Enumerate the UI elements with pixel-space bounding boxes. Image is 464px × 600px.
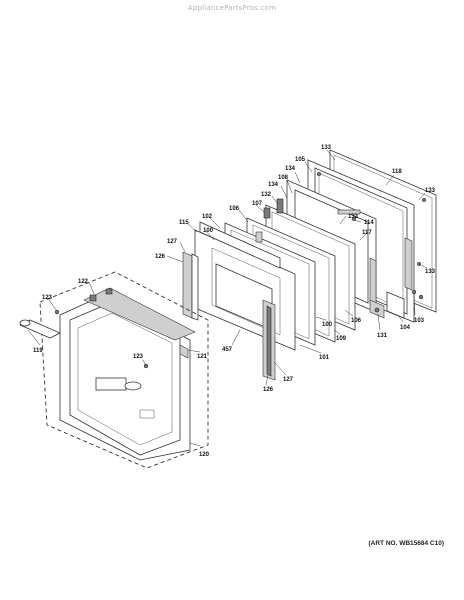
callout-101: 101 <box>319 355 330 361</box>
callout-134: 134 <box>285 166 296 172</box>
callout-117: 117 <box>362 230 372 236</box>
leader-lines <box>27 149 428 447</box>
callout-100: 100 <box>322 322 333 328</box>
callout-118: 118 <box>392 169 402 175</box>
part-126-side-channel <box>182 251 199 321</box>
callout-121: 121 <box>197 354 208 360</box>
callout-106: 106 <box>229 206 240 212</box>
part-104-hinge-bracket <box>386 291 405 319</box>
callout-102: 102 <box>202 214 213 220</box>
callout-133: 133 <box>425 188 436 194</box>
callout-114: 114 <box>364 220 374 226</box>
part-102-glass-frame <box>199 221 281 269</box>
callout-134: 134 <box>268 182 279 188</box>
callout-labels: 133 105 118 134 108 133 134 132 107 106 … <box>33 145 436 458</box>
callout-457: 457 <box>222 347 233 353</box>
callout-119: 119 <box>33 348 43 354</box>
screw-details <box>54 172 426 369</box>
callout-105: 105 <box>295 157 306 163</box>
callout-133: 133 <box>321 145 332 151</box>
part-119-door-handle <box>19 319 61 339</box>
part-127-vertical-channel <box>262 299 276 381</box>
callout-127: 127 <box>283 377 294 383</box>
callout-126: 126 <box>263 387 274 393</box>
callout-106: 106 <box>351 318 362 324</box>
callout-120: 120 <box>199 452 210 458</box>
callout-103: 103 <box>414 318 425 324</box>
callout-132: 132 <box>261 192 272 198</box>
callout-123: 123 <box>133 354 144 360</box>
part-107-clip <box>255 207 271 243</box>
callout-133: 133 <box>425 269 436 275</box>
callout-108: 108 <box>278 175 289 181</box>
callout-100: 100 <box>203 228 214 234</box>
callout-126: 126 <box>155 254 166 260</box>
watermark-text: AppliancePartsPros.com <box>187 4 277 12</box>
part-103-hinge-screws <box>411 289 424 300</box>
callout-104: 104 <box>400 325 411 331</box>
callout-109: 109 <box>336 336 347 342</box>
callout-123: 123 <box>42 295 53 301</box>
part-132-bracket <box>276 198 284 214</box>
part-131-hinge <box>369 299 385 319</box>
part-120-door-assembly-outline <box>39 271 209 469</box>
callout-131: 131 <box>377 333 388 339</box>
callout-115: 115 <box>179 220 189 226</box>
callout-107: 107 <box>252 201 263 207</box>
callout-133: 133 <box>348 214 359 220</box>
front-door-panel <box>59 287 196 461</box>
art-number-label: (ART NO. WB15684 C10) <box>368 540 445 547</box>
callout-122: 122 <box>78 279 89 285</box>
callout-127: 127 <box>167 239 178 245</box>
